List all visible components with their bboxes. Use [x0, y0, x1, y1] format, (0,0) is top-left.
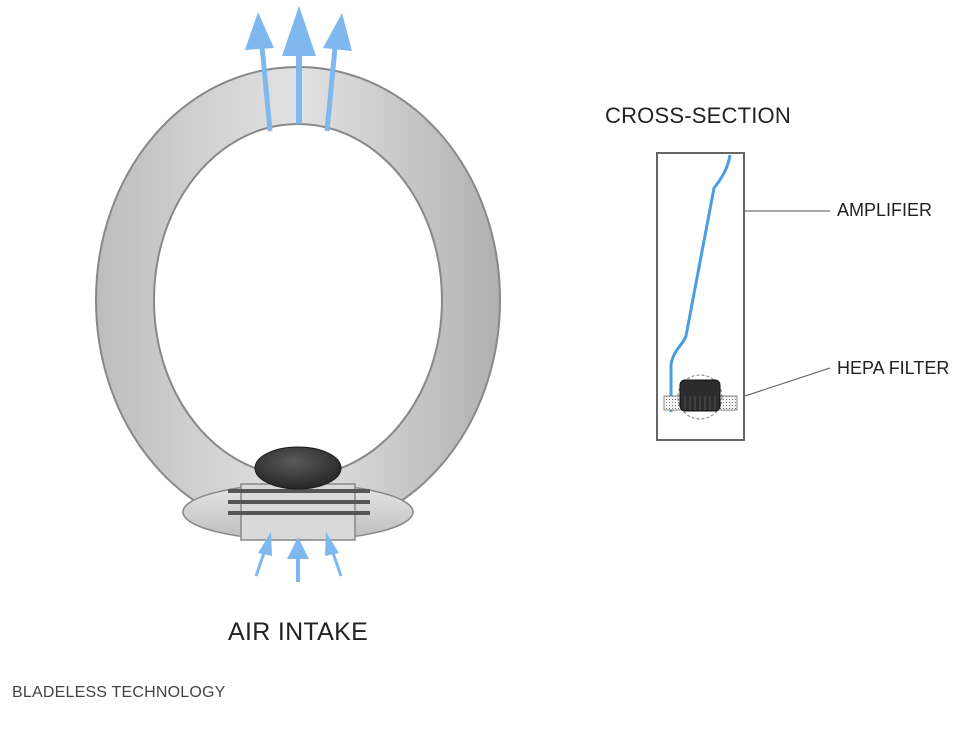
cross-section-title: CROSS-SECTION	[605, 103, 791, 128]
amplifier-label: AMPLIFIER	[837, 200, 933, 220]
intake-arrow-left	[254, 532, 272, 577]
cross-section-motor-ribs	[684, 396, 716, 410]
airflow-up-arrow-left	[245, 12, 274, 132]
hepa-filter-label: HEPA FILTER	[837, 358, 950, 378]
intake-arrow-right	[325, 532, 343, 577]
cross-section-airflow-line	[669, 154, 732, 412]
motor-dashed-outline	[677, 374, 723, 420]
bladeless-technology-caption: BLADELESS TECHNOLOGY	[12, 684, 226, 701]
air-intake-label: AIR INTAKE	[228, 618, 369, 646]
airflow-up-arrow-center	[282, 6, 316, 124]
intake-arrow-center	[287, 537, 309, 582]
airflow-intake-arrows	[254, 532, 343, 582]
intake-vents	[228, 489, 370, 515]
motor	[254, 446, 342, 490]
airflow-output-arrows	[245, 6, 352, 132]
airflow-up-arrow-right	[323, 13, 352, 132]
hepa-filter-leader-line	[744, 367, 831, 397]
